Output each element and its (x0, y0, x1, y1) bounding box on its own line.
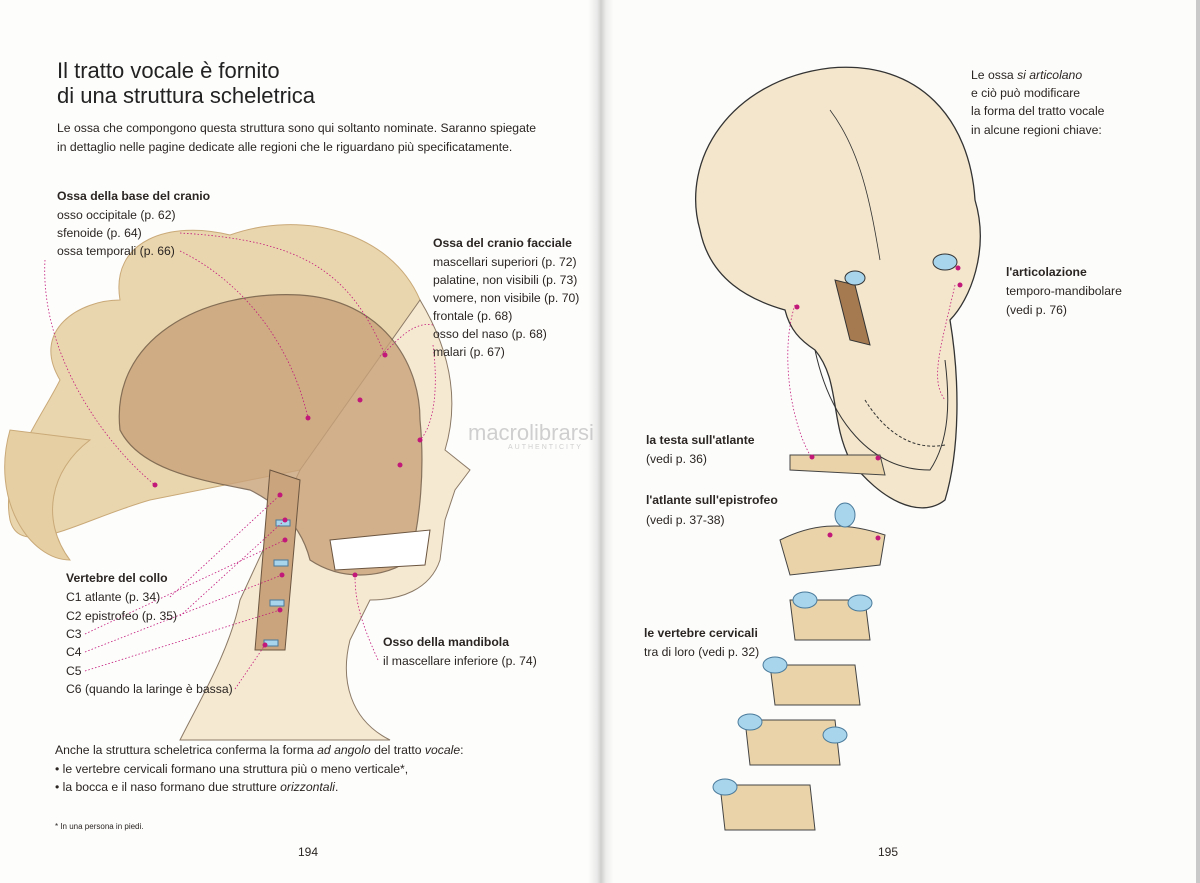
intro-line: in alcune regioni chiave: (971, 123, 1102, 137)
label-item: C4 (66, 645, 82, 659)
label-heading: le vertebre cervicali (644, 626, 758, 640)
label-item: sfenoide (p. 64) (57, 226, 142, 240)
label-item: ossa temporali (p. 66) (57, 244, 175, 258)
page-number: 194 (298, 845, 319, 859)
label-heading-mandibola: Osso della mandibola (383, 635, 509, 649)
label-heading-base-cranio: Ossa della base del cranio (57, 189, 211, 203)
label-heading: l'articolazione (1006, 265, 1087, 279)
label-item: C1 atlante (p. 34) (66, 590, 161, 604)
label-item: palatine, non visibili (p. 73) (433, 273, 578, 287)
intro-line: e ciò può modificare (971, 86, 1081, 100)
label-item: (vedi p. 36) (646, 452, 707, 466)
label-item: C6 (quando la laringe è bassa) (66, 682, 233, 696)
label-item: malari (p. 67) (433, 345, 505, 359)
label-item: osso del naso (p. 68) (433, 327, 547, 341)
intro-line: Le ossa si articolano (971, 68, 1083, 82)
label-item: tra di loro (vedi p. 32) (644, 645, 760, 659)
label-item: C5 (66, 664, 82, 678)
label-item: C2 epistrofeo (p. 35) (66, 609, 178, 623)
head-skeleton-illustration (4, 224, 471, 741)
conclusion-line: • la bocca e il naso formano due struttu… (55, 780, 339, 794)
footnote: * In una persona in piedi. (55, 822, 144, 831)
label-heading-cranio-facciale: Ossa del cranio facciale (433, 236, 572, 250)
page-edge (1196, 0, 1200, 883)
label-item: temporo-mandibolare (1006, 284, 1122, 298)
label-item: (vedi p. 37-38) (646, 513, 725, 527)
label-item: osso occipitale (p. 62) (57, 208, 176, 222)
label-item: il mascellare inferiore (p. 74) (383, 654, 537, 668)
label-heading: l'atlante sull'epistrofeo (646, 493, 778, 507)
intro-line: in dettaglio nelle pagine dedicate alle … (57, 140, 513, 154)
label-heading-vertebre: Vertebre del collo (66, 571, 168, 585)
conclusion-line: • le vertebre cervicali formano una stru… (55, 762, 409, 776)
skull-vertebrae-illustration (695, 66, 981, 831)
label-item: C3 (66, 627, 82, 641)
label-item: frontale (p. 68) (433, 309, 513, 323)
right-page: Le ossa si articolano e ciò può modifica… (600, 0, 1200, 883)
label-item: vomere, non visibile (p. 70) (433, 291, 580, 305)
label-item: mascellari superiori (p. 72) (433, 255, 577, 269)
intro-line: la forma del tratto vocale (971, 104, 1105, 118)
label-heading: la testa sull'atlante (646, 433, 755, 447)
label-item: (vedi p. 76) (1006, 303, 1067, 317)
conclusion-line: Anche la struttura scheletrica conferma … (55, 743, 464, 757)
intro-line: Le ossa che compongono questa struttura … (57, 121, 537, 135)
page-number: 195 (878, 845, 899, 859)
